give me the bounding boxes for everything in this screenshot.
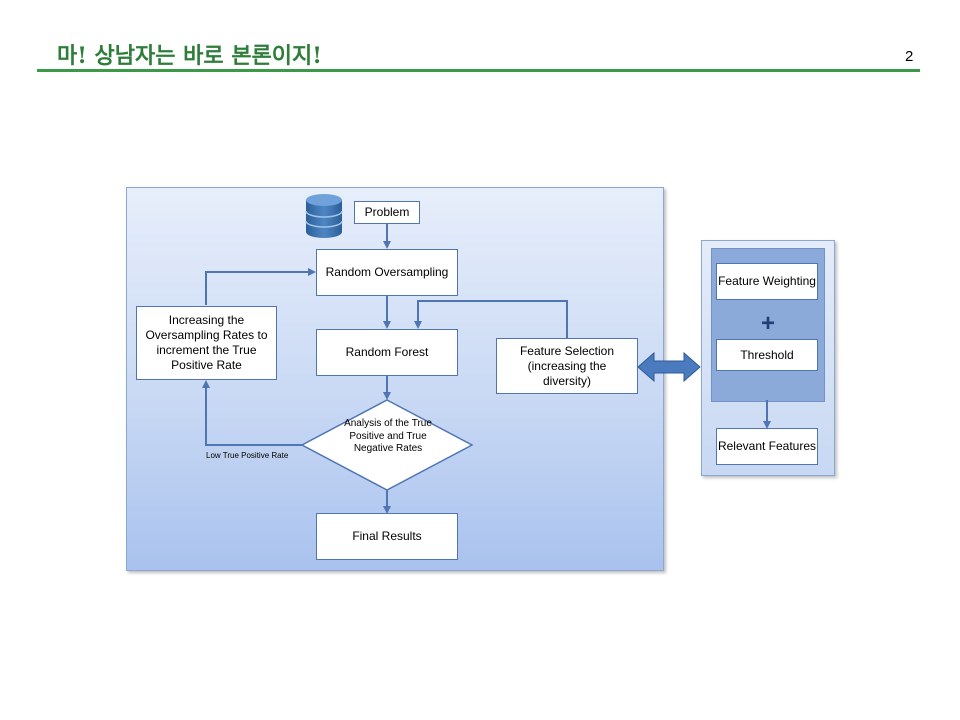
feature-weighting-box: Feature Weighting — [716, 263, 818, 300]
relevant-features-box: Relevant Features — [716, 428, 818, 465]
analysis-label: Analysis of the True Positive and True N… — [344, 418, 432, 454]
final-results-box: Final Results — [316, 513, 458, 560]
random-forest-box: Random Forest — [316, 329, 458, 376]
slide-number: 2 — [905, 48, 914, 65]
title-divider — [37, 69, 920, 72]
low-tpr-label: Low True Positive Rate — [206, 451, 289, 460]
random-oversampling-box: Random Oversampling — [316, 249, 458, 296]
arrow-analysis-to-increase — [202, 380, 303, 446]
slide-title: 마! 상남자는 바로 본론이지! — [57, 43, 322, 69]
threshold-box: Threshold — [716, 339, 818, 371]
plus-icon: + — [760, 310, 775, 337]
feature-selection-box: Feature Selection (increasing the divers… — [496, 338, 638, 394]
increase-rates-box: Increasing the Oversampling Rates to inc… — [136, 306, 277, 380]
arrow-selection-to-forest — [414, 300, 568, 338]
problem-box: Problem — [354, 201, 420, 224]
database-icon — [305, 194, 343, 238]
arrow-increase-to-oversampling — [205, 268, 316, 305]
analysis-diamond — [300, 399, 474, 491]
double-arrow-icon — [637, 351, 701, 383]
